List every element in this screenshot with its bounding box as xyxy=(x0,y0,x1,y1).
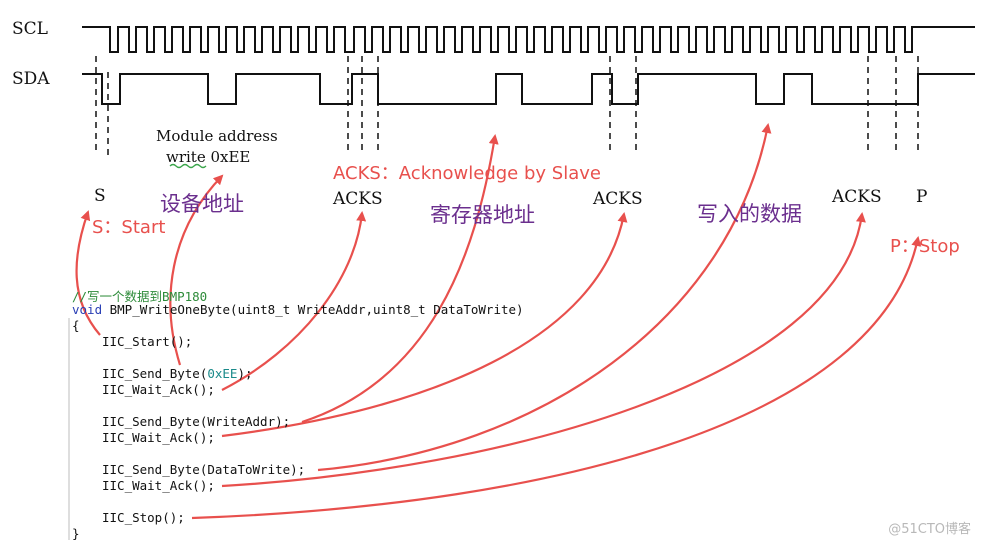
code-wait-ack-2: IIC_Wait_Ack(); xyxy=(102,430,215,445)
register-address-annotation: 寄存器地址 xyxy=(430,203,535,227)
watermark: @51CTO博客 xyxy=(888,522,971,537)
module-address-line2: write 0xEE xyxy=(166,148,251,166)
code-brace-open: { xyxy=(72,318,80,333)
module-address-line1: Module address xyxy=(156,127,278,145)
arrow-ack1 xyxy=(221,211,367,391)
code-send-writeaddr: IIC_Send_Byte(WriteAddr); xyxy=(102,414,291,429)
annotation-arrows xyxy=(75,123,922,520)
acks-annotation: ACKS：Acknowledge by Slave xyxy=(333,163,601,184)
ack3-label: ACKS xyxy=(832,187,882,207)
start-label: S xyxy=(94,186,106,206)
code-send-0xee: IIC_Send_Byte(0xEE); xyxy=(102,366,253,381)
code-send-data: IIC_Send_Byte(DataToWrite); xyxy=(102,462,306,477)
arrow-device-address xyxy=(169,174,224,366)
code-signature: void BMP_WriteOneByte(uint8_t WriteAddr,… xyxy=(72,302,524,317)
module-address-label: Module address write 0xEE xyxy=(156,126,278,168)
code-comment: //写一个数据到BMP180 xyxy=(72,289,208,304)
data-written-annotation: 写入的数据 xyxy=(697,202,802,226)
arrow-register-address xyxy=(301,134,499,424)
code-stop: IIC_Stop(); xyxy=(102,510,185,525)
scl-label: SCL xyxy=(12,19,48,39)
code-brace-close: } xyxy=(72,526,80,541)
dashed-guides xyxy=(95,56,919,155)
arrow-ack2 xyxy=(221,212,628,438)
stop-annotation: P：Stop xyxy=(890,236,960,257)
code-wait-ack-1: IIC_Wait_Ack(); xyxy=(102,382,215,397)
stop-label: P xyxy=(916,187,928,207)
arrow-start xyxy=(75,210,101,336)
ack1-label: ACKS xyxy=(333,189,383,209)
spell-underline xyxy=(169,163,207,169)
arrow-data xyxy=(317,123,772,472)
code-wait-ack-3: IIC_Wait_Ack(); xyxy=(102,478,215,493)
start-annotation: S：Start xyxy=(92,217,166,238)
sda-waveform xyxy=(82,73,975,105)
arrow-stop xyxy=(191,236,922,520)
ack2-label: ACKS xyxy=(593,189,643,209)
arrow-ack3 xyxy=(221,212,866,488)
code-start: IIC_Start(); xyxy=(102,334,193,349)
sda-label: SDA xyxy=(12,69,50,89)
device-address-annotation: 设备地址 xyxy=(160,192,244,216)
scl-waveform xyxy=(82,26,975,53)
